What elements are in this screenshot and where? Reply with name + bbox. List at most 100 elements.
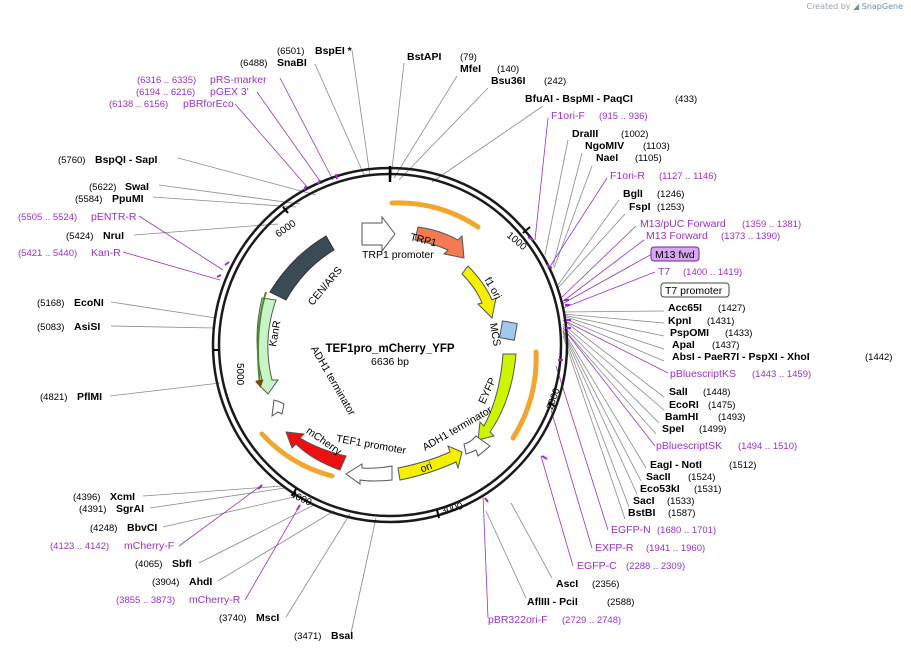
f1-ori-arrow[interactable] [461, 265, 497, 320]
adh1-terminator-left-arrow[interactable] [271, 399, 285, 418]
enzyme-position: (3904) [152, 577, 179, 588]
enzyme-label[interactable]: MscI [256, 612, 279, 624]
credit-prefix: Created by [806, 2, 851, 11]
primer-range: (1127 .. 1146) [659, 171, 717, 182]
enzyme-label[interactable]: AbsI - PaeR7I - PspXI - XhoI [672, 351, 810, 363]
primer-label[interactable]: F1ori-R [610, 170, 645, 182]
enzyme-label[interactable]: AsiSI [74, 321, 100, 333]
tick-label-3000: 3000 [440, 501, 465, 517]
trp1-promoter-arrow[interactable] [361, 215, 396, 253]
tick-label-1000: 1000 [504, 230, 528, 253]
primer-label[interactable]: Kan-R [91, 247, 121, 259]
primer-label[interactable]: pBluescriptKS [670, 368, 736, 380]
enzyme-label[interactable]: SnaBI [277, 57, 307, 69]
primer-label[interactable]: pBR322ori-F [488, 614, 548, 626]
enzyme-label[interactable]: NgoMIV [585, 140, 624, 152]
enzyme-position: (5083) [37, 322, 64, 333]
tick-marks [213, 206, 556, 519]
enzyme-label[interactable]: EcoRI [669, 399, 699, 411]
enzyme-label[interactable]: SbfI [172, 558, 192, 570]
tick-label-6000: 6000 [274, 218, 299, 240]
m13-fwd-box[interactable] [650, 246, 700, 262]
m13-fwd-label: M13 fwd [655, 249, 695, 261]
enzyme-label[interactable]: NaeI [596, 152, 618, 164]
enzyme-label[interactable]: Eco53kI [640, 483, 680, 495]
enzyme-position: (1448) [703, 387, 730, 398]
primer-range: (1941 .. 1960) [646, 543, 705, 554]
enzyme-position: (1531) [694, 484, 721, 495]
enzyme-label[interactable]: BbvCI [127, 522, 157, 534]
enzyme-label[interactable]: Bsu36I [491, 75, 526, 87]
enzyme-label[interactable]: BstAPI [407, 51, 442, 63]
enzyme-label[interactable]: SgrAI [116, 503, 144, 515]
enzyme-label[interactable]: SacI [633, 495, 655, 507]
primer-label[interactable]: pRS-marker [210, 74, 267, 86]
enzyme-label[interactable]: AhdI [189, 576, 212, 588]
enzyme-label[interactable]: DraIII [572, 128, 598, 140]
primer-label[interactable]: pGEX 3' [210, 86, 249, 98]
enzyme-label[interactable]: PspOMI [670, 327, 709, 339]
mcs-box[interactable] [498, 320, 518, 341]
enzyme-label[interactable]: BamHI [665, 411, 698, 423]
primer-label[interactable]: F1ori-F [551, 110, 585, 122]
primer-label[interactable]: M13/pUC Forward [640, 218, 726, 230]
enzyme-label[interactable]: EcoNI [74, 297, 104, 309]
primer-range: (1680 .. 1701) [657, 525, 716, 536]
enzyme-position: (242) [544, 76, 566, 87]
enzyme-position: (1253) [657, 202, 684, 213]
enzyme-label[interactable]: AflIII - PciI [527, 596, 578, 608]
primer-leader-lines [122, 77, 669, 619]
enzyme-label[interactable]: SalI [669, 386, 688, 398]
primer-label[interactable]: pENTR-R [91, 211, 137, 223]
enzyme-label[interactable]: NruI [103, 230, 124, 242]
enzyme-label[interactable]: AscI [556, 578, 578, 590]
cen-ars-block[interactable] [269, 235, 335, 301]
enzyme-label[interactable]: BspEI * [315, 45, 353, 57]
tick-label-4000: 4000 [288, 489, 313, 509]
ori-arrow[interactable] [397, 445, 463, 481]
kanr-arrow[interactable] [255, 297, 279, 395]
enzyme-label[interactable]: PflMI [77, 391, 102, 403]
enzyme-label[interactable]: FspI [629, 201, 651, 213]
enzyme-label[interactable]: XcmI [110, 491, 135, 503]
enzyme-label[interactable]: BstBI [628, 507, 656, 519]
enzyme-label[interactable]: MfeI [460, 63, 481, 75]
enzyme-position: (1433) [725, 328, 752, 339]
enzyme-position: (5424) [66, 231, 93, 242]
enzyme-label[interactable]: Acc65I [668, 302, 702, 314]
eyfp-arrow[interactable] [477, 353, 517, 441]
tef1-promoter-arrow[interactable] [345, 463, 393, 485]
enzyme-position: (4821) [40, 392, 67, 403]
enzyme-label[interactable]: KpnI [668, 315, 691, 327]
enzyme-label[interactable]: BspQI - SapI [95, 154, 158, 166]
enzyme-label[interactable]: EagI - NotI [650, 459, 702, 471]
primer-label[interactable]: EXFP-R [595, 542, 634, 554]
primer-label[interactable]: pBluescriptSK [656, 440, 722, 452]
trp1-arrow[interactable] [414, 226, 465, 259]
plasmid-length: 6636 bp [371, 356, 409, 368]
primer-label[interactable]: EGFP-N [611, 524, 651, 536]
primer-label[interactable]: T7 [658, 266, 670, 278]
enzyme-label[interactable]: BglI [623, 188, 643, 200]
enzyme-label[interactable]: SacII [646, 471, 671, 483]
primer-range: (6316 .. 6335) [137, 75, 196, 86]
adh1-terminator-right-arrow[interactable] [463, 435, 491, 457]
enzyme-label[interactable]: SpeI [662, 423, 684, 435]
primer-label[interactable]: M13 Forward [646, 230, 708, 242]
t7-promoter-box[interactable] [660, 282, 730, 298]
ori-label: ori [419, 460, 434, 475]
primer-label[interactable]: mCherry-R [189, 594, 241, 606]
enzyme-label[interactable]: BfuAI - BspMI - PaqCI [525, 93, 633, 105]
enzyme-label[interactable]: ApaI [672, 339, 695, 351]
tick-label-5000: 5000 [234, 363, 245, 386]
primer-label[interactable]: EGFP-C [577, 560, 617, 572]
enzyme-label[interactable]: PpuMI [112, 193, 144, 205]
primer-label[interactable]: pBRforEco [183, 98, 234, 110]
enzyme-label[interactable]: SwaI [125, 181, 149, 193]
primer-label[interactable]: mCherry-F [124, 540, 174, 552]
enzyme-label[interactable]: BsaI [331, 630, 353, 642]
tef1-promoter-label: TEF1 promoter [335, 433, 407, 457]
plasmid-name: TEF1pro_mCherry_YFP [325, 343, 454, 355]
mcherry-arrow[interactable] [285, 431, 347, 471]
